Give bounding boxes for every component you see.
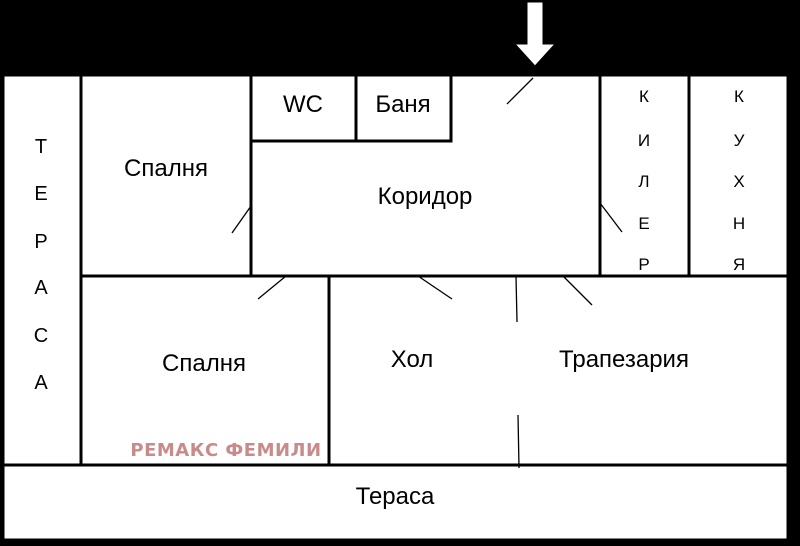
arrow-down-icon	[513, 1, 557, 67]
label-bathroom: Баня	[375, 91, 430, 118]
label-terrace-left-letter: Р	[34, 231, 47, 253]
label-kitchen-letter: К	[734, 87, 744, 106]
room-pantry	[598, 73, 691, 278]
door-hall	[417, 275, 453, 300]
label-pantry-letter: Е	[638, 214, 649, 233]
door-terrace	[517, 414, 520, 469]
door-pantry	[599, 202, 623, 233]
label-pantry-letter: Р	[638, 255, 649, 274]
label-terrace-left-letter: А	[34, 372, 48, 394]
room-bedroom-bottom	[79, 274, 331, 467]
label-kitchen-letter: Х	[733, 172, 744, 191]
label-bedroom-top: Спалня	[124, 155, 208, 182]
label-kitchen-letter: Н	[733, 214, 745, 233]
label-terrace-left: Т Е Р А С А	[34, 136, 49, 394]
label-terrace-left-letter: А	[34, 277, 48, 299]
label-wc: WC	[283, 91, 323, 118]
door-bedroom-top	[231, 205, 252, 234]
label-kitchen-letter: Я	[733, 255, 745, 274]
label-pantry-letter: Л	[638, 172, 649, 191]
room-kitchen	[687, 73, 790, 278]
door-entrance	[506, 77, 534, 105]
label-dining: Трапезария	[559, 346, 689, 373]
label-terrace-left-letter: Т	[35, 136, 47, 158]
label-pantry-letter: И	[638, 131, 650, 150]
label-hall: Хол	[391, 346, 434, 373]
watermark-text: РЕМАКС ФЕМИЛИ	[130, 440, 321, 461]
label-kitchen: К У Х Н Я	[733, 87, 745, 274]
room-hall-dining	[327, 274, 790, 467]
room-terrace-bottom	[1, 463, 790, 542]
label-corridor: Коридор	[378, 183, 473, 210]
room-bathroom	[354, 73, 453, 143]
door-hall-dining	[515, 275, 518, 323]
label-terrace-left-letter: С	[34, 325, 48, 347]
label-pantry-letter: К	[639, 87, 649, 106]
label-terrace-bottom: Тераса	[356, 483, 435, 510]
label-bedroom-bottom: Спалня	[162, 350, 246, 377]
room-terrace-left	[1, 73, 83, 467]
door-kitchen	[562, 275, 593, 306]
label-terrace-left-letter: Е	[34, 183, 47, 205]
label-pantry: К И Л Е Р	[638, 87, 650, 274]
door-bedroom-bottom	[257, 275, 287, 300]
label-kitchen-letter: У	[734, 131, 745, 150]
